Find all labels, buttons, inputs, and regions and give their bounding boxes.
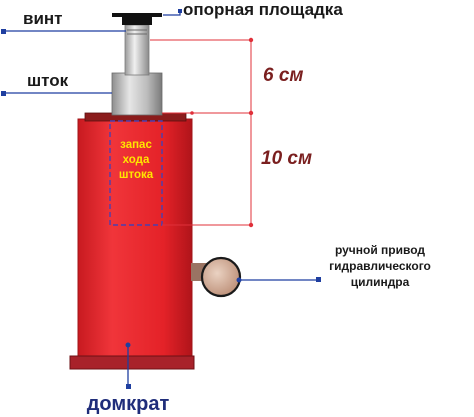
label-manual-drive-line-2: гидравлического (329, 259, 431, 273)
screw-threads (127, 29, 147, 35)
label-stroke-reserve-line-1: запас (120, 139, 152, 151)
jack-base (69, 355, 195, 370)
screw-shaft (124, 24, 150, 76)
label-dim-lower: 10 см (261, 148, 312, 169)
label-manual-drive-line-1: ручной привод (335, 243, 425, 257)
dimension-markers (190, 37, 254, 228)
label-support-pad: опорная площадка (183, 0, 343, 19)
label-manual-drive-line-3: цилиндра (351, 275, 410, 289)
label-stroke-reserve-line-3: штока (119, 169, 154, 181)
label-rod: шток (27, 71, 69, 90)
cylinder-body (77, 118, 193, 362)
piston-rod (111, 72, 163, 116)
label-stroke-reserve-line-2: хода (123, 154, 150, 166)
label-screw: винт (23, 9, 63, 28)
label-dim-upper: 6 см (263, 65, 303, 86)
dimension-lines (150, 39, 252, 226)
leader-endpoints (1, 9, 321, 389)
label-jack: домкрат (87, 393, 170, 415)
stroke-reserve-zone (109, 120, 163, 226)
support-pad (112, 13, 162, 25)
manual-drive-gauge (200, 256, 242, 298)
